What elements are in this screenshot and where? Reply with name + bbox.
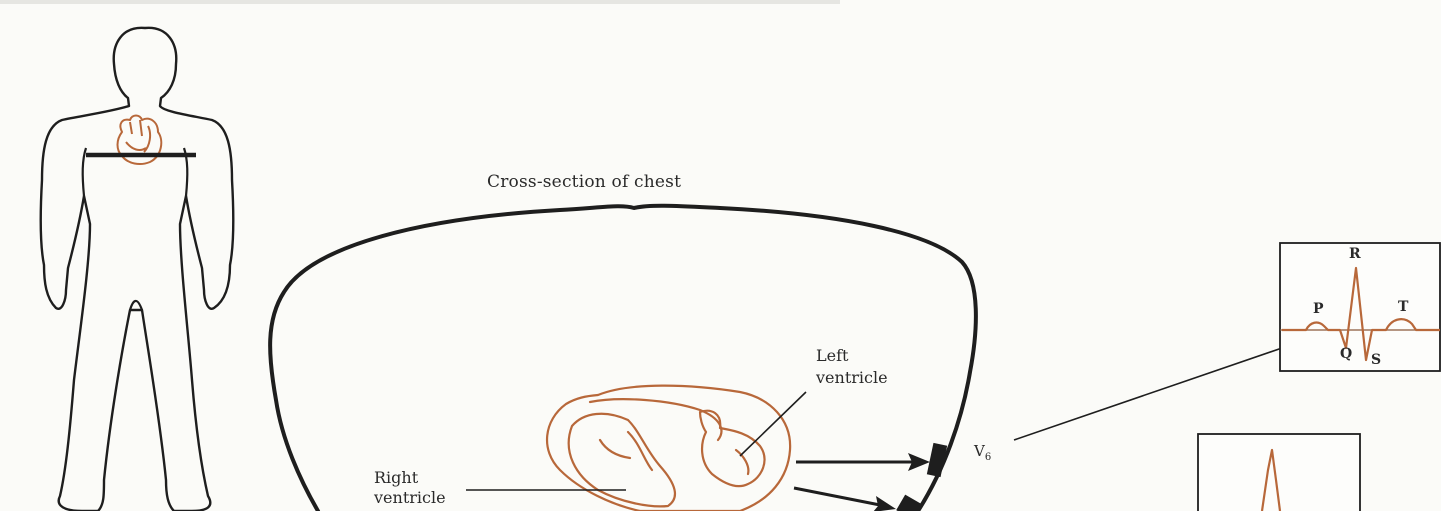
electrode-v6: [927, 443, 947, 477]
arrow-to-v5: [794, 488, 880, 505]
right-ventricle-label-line1: Right: [374, 468, 446, 488]
ekg-wave-s: S: [1371, 352, 1381, 368]
human-body-outline: [41, 28, 234, 511]
right-ventricle-label-line2: ventricle: [374, 488, 446, 508]
right-ventricle-label: Right ventricle: [374, 468, 446, 508]
left-ventricle-pointer: [740, 392, 806, 456]
heart-cross-section: [547, 386, 790, 511]
lead-number: 6: [985, 452, 991, 463]
right-ventricle-chamber: [569, 414, 675, 507]
lead-v6-label: V6: [974, 442, 991, 463]
ekg-wave-t: T: [1398, 299, 1408, 315]
left-ventricle-label: Left ventricle: [816, 345, 888, 389]
left-ventricle-label-line2: ventricle: [816, 367, 888, 389]
leg-gap: [130, 301, 142, 310]
ekg-wave-r: R: [1349, 246, 1361, 262]
ekg-wave-q: Q: [1340, 346, 1352, 362]
heart-outer-wall: [547, 386, 790, 511]
v6-to-ekg-line: [1014, 348, 1282, 440]
chest-cross-section-caption: Cross-section of chest: [487, 172, 681, 192]
lead-letter: V: [974, 442, 985, 460]
scan-tint: [0, 0, 840, 4]
ekg-wave-p: P: [1313, 301, 1324, 317]
electrode-v5: [896, 495, 921, 511]
trabeculae: [600, 432, 748, 474]
left-arm-inner: [83, 148, 86, 196]
left-ventricle-chamber: [700, 411, 764, 486]
left-ventricle-label-line1: Left: [816, 345, 888, 367]
